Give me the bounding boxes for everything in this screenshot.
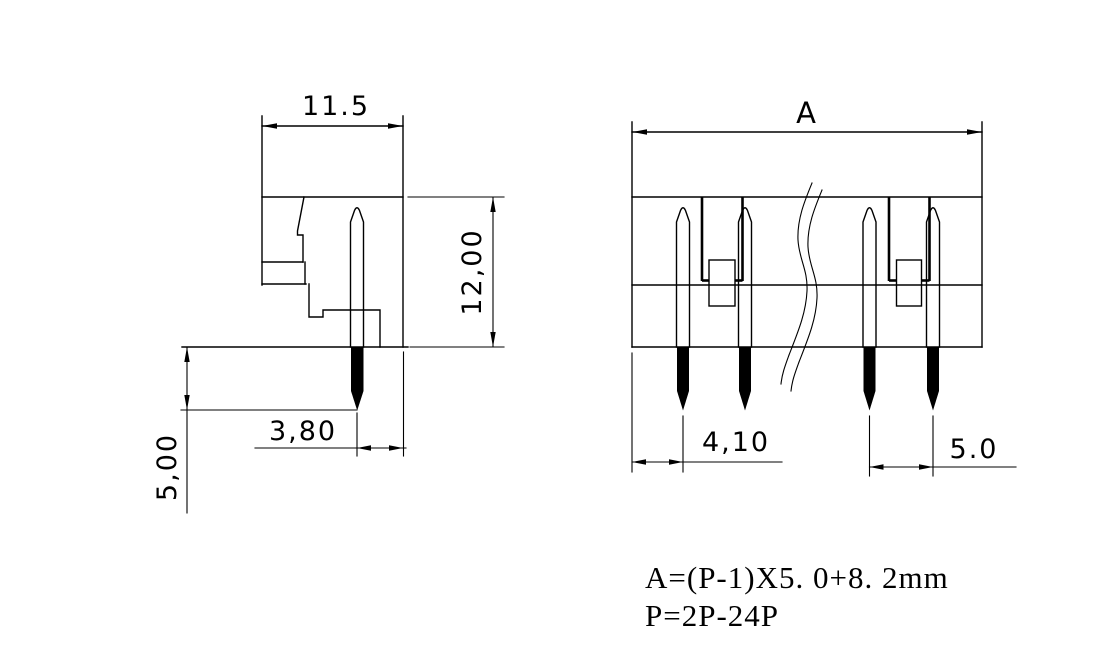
arrowhead <box>490 332 496 347</box>
arrowhead <box>632 459 646 465</box>
arrowhead <box>669 459 683 465</box>
front-view-dimensions: A 4,10 5.0 <box>631 96 1017 477</box>
break-line <box>780 182 813 385</box>
front-view <box>631 121 983 411</box>
front-pin-solder-tail <box>677 347 689 411</box>
arrowhead <box>262 123 277 129</box>
front-pin-solder-tail <box>863 347 876 411</box>
arrowhead <box>184 347 190 362</box>
contact-box <box>708 259 736 307</box>
arrowhead <box>184 395 190 410</box>
dim-label-pin-length: 5,00 <box>152 433 183 501</box>
side-pin-solder-tail <box>351 347 364 411</box>
dim-label-top-width: 11.5 <box>302 91 370 122</box>
dim-label-first-pin: 4,10 <box>702 427 770 458</box>
arrowhead <box>389 445 403 451</box>
formula-pole-range: P=2P-24P <box>645 598 779 633</box>
notes: A=(P-1)X5. 0+8. 2mm P=2P-24P <box>645 560 949 633</box>
arrowhead <box>388 123 403 129</box>
contact-box <box>895 259 923 307</box>
front-pin-solder-tail <box>927 347 939 411</box>
arrowhead <box>967 129 982 135</box>
side-lower-step <box>308 283 381 348</box>
dim-label-pitch: 5.0 <box>950 434 999 465</box>
front-pin-solder-tail <box>739 347 751 411</box>
arrowhead <box>869 464 884 470</box>
arrowhead <box>490 197 496 212</box>
break-line <box>790 189 823 392</box>
side-view <box>181 115 409 411</box>
formula-overall-width: A=(P-1)X5. 0+8. 2mm <box>645 560 949 595</box>
front-pin-outline <box>737 207 753 348</box>
arrowhead <box>357 445 371 451</box>
side-profile-slant <box>296 196 305 263</box>
dim-label-height: 12,00 <box>457 228 488 315</box>
dim-label-overall-width: A <box>796 96 818 130</box>
front-pin-outline <box>675 207 691 348</box>
arrowhead <box>632 129 647 135</box>
side-pin-outline <box>349 207 365 348</box>
side-view-dimensions: 11.5 12,00 5,00 3,80 <box>152 91 505 514</box>
front-pin-outline <box>925 207 941 348</box>
dim-label-pin-offset: 3,80 <box>269 416 337 447</box>
arrowhead <box>919 464 933 470</box>
front-pin-outline <box>862 207 877 348</box>
